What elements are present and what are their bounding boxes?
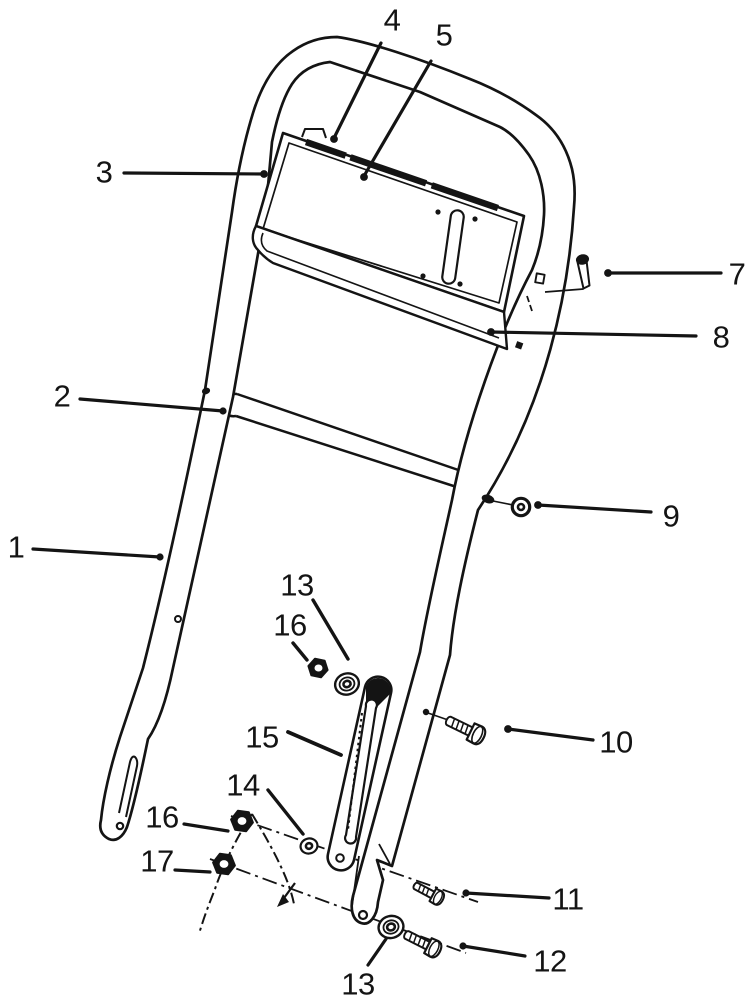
- callout-3: 3: [95, 154, 113, 190]
- console-lever-slot: [441, 209, 465, 285]
- nut-16-lower: [230, 809, 254, 833]
- handle-tube: [98, 35, 576, 925]
- nut-9: [481, 494, 532, 518]
- callout-13-lower: 13: [341, 966, 375, 1002]
- washer-14: [299, 837, 319, 855]
- direction-arrow-icon: [277, 882, 296, 907]
- handle-crossbar: [221, 392, 471, 492]
- nut-16-upper: [307, 657, 329, 679]
- callout-2: 2: [53, 378, 71, 414]
- leader-lines: [31, 41, 723, 967]
- control-console: [251, 128, 526, 351]
- adjustment-strap: [326, 675, 393, 872]
- console-top-slot: [304, 138, 520, 219]
- bracket-hole: [357, 909, 369, 921]
- washer-13-lower: [377, 914, 405, 940]
- console-screw-holes: [420, 209, 478, 287]
- center-lines: [209, 815, 479, 954]
- washer-13-upper: [333, 672, 361, 696]
- bolt-12: [403, 930, 443, 959]
- callout-9: 9: [662, 498, 680, 534]
- callout-16-lower: 16: [145, 799, 179, 835]
- deck-bracket-phantom: [198, 813, 295, 935]
- callout-7: 7: [728, 256, 746, 292]
- callout-11: 11: [552, 881, 584, 917]
- nut-17: [212, 852, 236, 876]
- callout-17: 17: [140, 843, 174, 879]
- bolt-11: [412, 881, 446, 906]
- pin-7: [544, 254, 591, 293]
- leader-dots: [156, 135, 612, 950]
- foot-hole: [115, 821, 125, 831]
- callout-4: 4: [383, 2, 401, 38]
- callout-8: 8: [712, 319, 730, 355]
- callout-13-upper: 13: [280, 567, 314, 603]
- console-lower-lip: [251, 224, 509, 351]
- callout-5: 5: [435, 17, 453, 53]
- callout-16-upper: 16: [273, 607, 307, 643]
- callout-1: 1: [7, 529, 25, 565]
- callout-14: 14: [226, 767, 260, 803]
- callout-10: 10: [599, 724, 633, 760]
- callout-12: 12: [533, 943, 567, 979]
- callout-15: 15: [245, 719, 279, 755]
- handle-tube-details: [115, 272, 546, 921]
- bolt-10: [444, 715, 487, 746]
